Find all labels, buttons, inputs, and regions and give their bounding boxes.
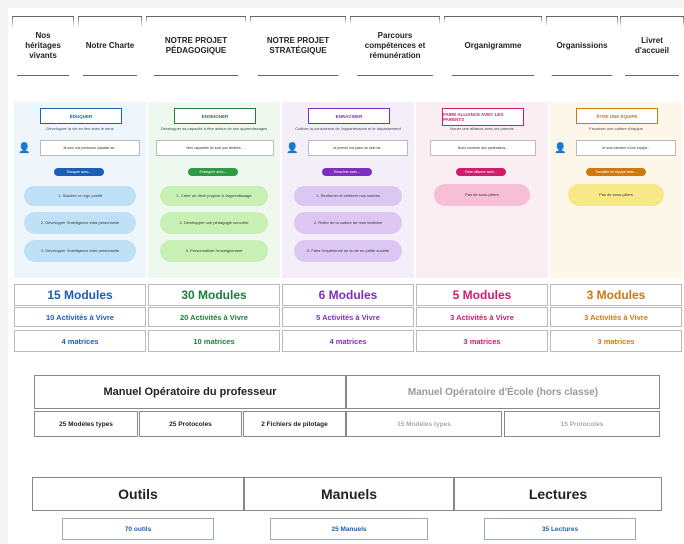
tab-label: NOTRE PROJET STRATÉGIQUE (266, 36, 330, 55)
tab-label: NOTRE PROJET PÉDAGOGIQUE (164, 36, 228, 55)
pillar-description: Cultiver la conscience de l'appartenance… (295, 126, 401, 131)
manuels-count[interactable]: 25 Manuels (270, 518, 428, 540)
sub-pillar-item[interactable]: 2. Développer l'intelligence intra perso… (24, 212, 136, 234)
matrices-count: 4 matrices (282, 330, 414, 352)
pillar-tag: Faire alliance avec... (456, 168, 506, 176)
tab-label: Nos héritages vivants (25, 31, 61, 60)
pillar-tag: Éduquer avec... (54, 168, 104, 176)
pillar-column-enseigner: ENSEIGNER Développer sa capacité à être … (148, 102, 280, 278)
outils-header[interactable]: Outils (32, 477, 244, 511)
lectures-count[interactable]: 35 Lectures (484, 518, 636, 540)
pillar-quote: Je prends ma place au sein de... (308, 140, 408, 156)
manuels-header[interactable]: Manuels (244, 477, 454, 511)
pillar-quote: Nous sommes des partenaires... (430, 140, 536, 156)
top-tab-bar: Nos héritages vivants Notre Charte NOTRE… (12, 8, 684, 80)
sub-pillar-item[interactable]: 1. Créer un désir propice à l'apprentiss… (160, 186, 268, 206)
lectures-header[interactable]: Lectures (454, 477, 662, 511)
sub-pillar-item[interactable]: 2. Relier de la culture de mon territoir… (294, 212, 402, 234)
sub-pillar-item[interactable]: 3. Développer l'intelligence inter perso… (24, 240, 136, 262)
pillar-description: Favoriser une culture d'équipe (589, 126, 643, 131)
matrices-count: 3 matrices (416, 330, 548, 352)
sub-pillar-item[interactable]: Pas de sous-piliers (434, 184, 530, 206)
manuel-prof-item[interactable]: 2 Fichiers de pilotage (243, 411, 346, 437)
tab-label: Parcours compétences et rémunération (364, 31, 426, 60)
modules-count: 15 Modules (14, 284, 146, 306)
manuel-professeur-header[interactable]: Manuel Opératoire du professeur (34, 375, 346, 409)
tab-label: Organigramme (464, 41, 522, 50)
person-icon: 👤 (554, 143, 567, 154)
manuel-ecole-item[interactable]: 15 Protocoles (504, 411, 660, 437)
pillar-column-parents: FAIRE ALLIANCE AVEC LES PARENTS Nouer un… (416, 102, 548, 278)
matrices-count: 10 matrices (148, 330, 280, 352)
pillar-quote: Je suis membre d'une équipe... (576, 140, 676, 156)
manuel-ecole-item[interactable]: 15 Modèles types (346, 411, 502, 437)
pillar-quote: Mes capacités ne sont pas limitées... (156, 140, 274, 156)
activities-count: 5 Activités à Vivre (282, 307, 414, 327)
tab-label: Livret d'accueil (635, 36, 669, 55)
sub-pillar-item[interactable]: 1. Renforcer et célébrer nos racines (294, 186, 402, 206)
activities-count: 3 Activités à Vivre (550, 307, 682, 327)
tab-charte[interactable]: Notre Charte (78, 16, 142, 76)
modules-count: 30 Modules (148, 284, 280, 306)
matrices-count: 4 matrices (14, 330, 146, 352)
pillar-quote: Je suis une personne capable de... (40, 140, 140, 156)
modules-count: 3 Modules (550, 284, 682, 306)
outils-count[interactable]: 70 outils (62, 518, 214, 540)
tab-label: Organissions (556, 41, 608, 50)
pillar-header: ÉDUQUER (40, 108, 122, 124)
modules-count: 5 Modules (416, 284, 548, 306)
pillars-section: ÉDUQUER Développer la vie en lien avec l… (14, 102, 682, 278)
manuel-prof-item[interactable]: 25 Modèles types (34, 411, 138, 437)
tab-label: Notre Charte (85, 41, 135, 50)
tab-projet-strategique[interactable]: NOTRE PROJET STRATÉGIQUE (250, 16, 346, 76)
pillar-tag: Travailler en équipe avec... (586, 168, 646, 176)
sub-pillar-item[interactable]: 3. Faire l'expérience de la vie en petit… (294, 240, 402, 262)
manuel-ecole-header[interactable]: Manuel Opératoire d'École (hors classe) (346, 375, 660, 409)
activities-count: 10 Activités à Vivre (14, 307, 146, 327)
activities-count: 20 Activités à Vivre (148, 307, 280, 327)
person-icon: 👤 (286, 143, 299, 154)
activities-count: 3 Activités à Vivre (416, 307, 548, 327)
pillar-tag: Enseigner avec... (188, 168, 238, 176)
sub-pillar-item[interactable]: 3. Personnaliser l'enseignement (160, 240, 268, 262)
pillar-header: ÊTRE UNE ÉQUIPE (576, 108, 658, 124)
pillar-column-equipe: ÊTRE UNE ÉQUIPE Favoriser une culture d'… (550, 102, 682, 278)
sub-pillar-item[interactable]: Pas de sous-piliers (568, 184, 664, 206)
pillar-tag: Enraciner avec... (322, 168, 372, 176)
manuel-prof-item[interactable]: 25 Protocoles (139, 411, 242, 437)
person-icon: 👤 (18, 143, 31, 154)
tab-heritages[interactable]: Nos héritages vivants (12, 16, 74, 76)
modules-count: 6 Modules (282, 284, 414, 306)
matrices-count: 3 matrices (550, 330, 682, 352)
tab-organissions[interactable]: Organissions (546, 16, 618, 76)
pillar-description: Développer la vie en lien avec le sens (46, 126, 114, 131)
pillar-header: ENSEIGNER (174, 108, 256, 124)
tab-organigramme[interactable]: Organigramme (444, 16, 542, 76)
tab-projet-pedagogique[interactable]: NOTRE PROJET PÉDAGOGIQUE (146, 16, 246, 76)
tab-parcours[interactable]: Parcours compétences et rémunération (350, 16, 440, 76)
pillar-description: Nouer une alliance avec les parents (450, 126, 514, 131)
pillar-header: FAIRE ALLIANCE AVEC LES PARENTS (442, 108, 524, 126)
sub-pillar-item[interactable]: 1. Susciter un ego positif (24, 186, 136, 206)
tab-livret[interactable]: Livret d'accueil (620, 16, 684, 76)
pillar-column-enraciner: ENRACINER Cultiver la conscience de l'ap… (282, 102, 414, 278)
pillar-column-eduquer: ÉDUQUER Développer la vie en lien avec l… (14, 102, 146, 278)
sub-pillar-item[interactable]: 2. Développer une pédagogie concrète (160, 212, 268, 234)
pillar-header: ENRACINER (308, 108, 390, 124)
pillar-description: Développer sa capacité à être acteur de … (160, 126, 268, 131)
